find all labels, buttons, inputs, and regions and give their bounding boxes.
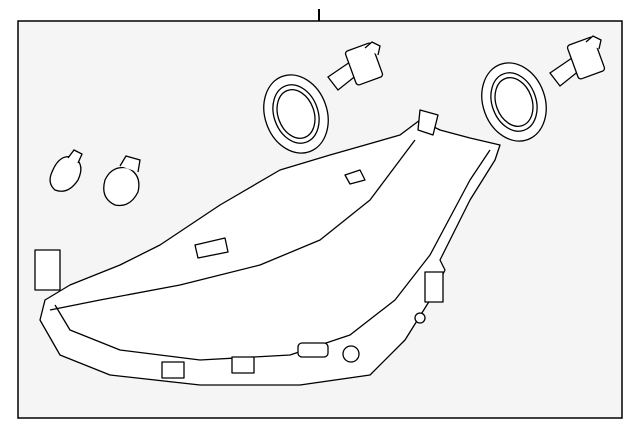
headlamp-seal-ring-high <box>481 62 547 142</box>
side-marker-bulb-small <box>49 149 83 192</box>
halogen-bulb-high-beam <box>549 35 606 87</box>
headlamp-seal-ring-low <box>263 74 329 154</box>
turn-signal-bulb <box>103 155 141 207</box>
headlamp-housing <box>34 109 501 386</box>
halogen-bulb-low-beam <box>327 41 384 91</box>
